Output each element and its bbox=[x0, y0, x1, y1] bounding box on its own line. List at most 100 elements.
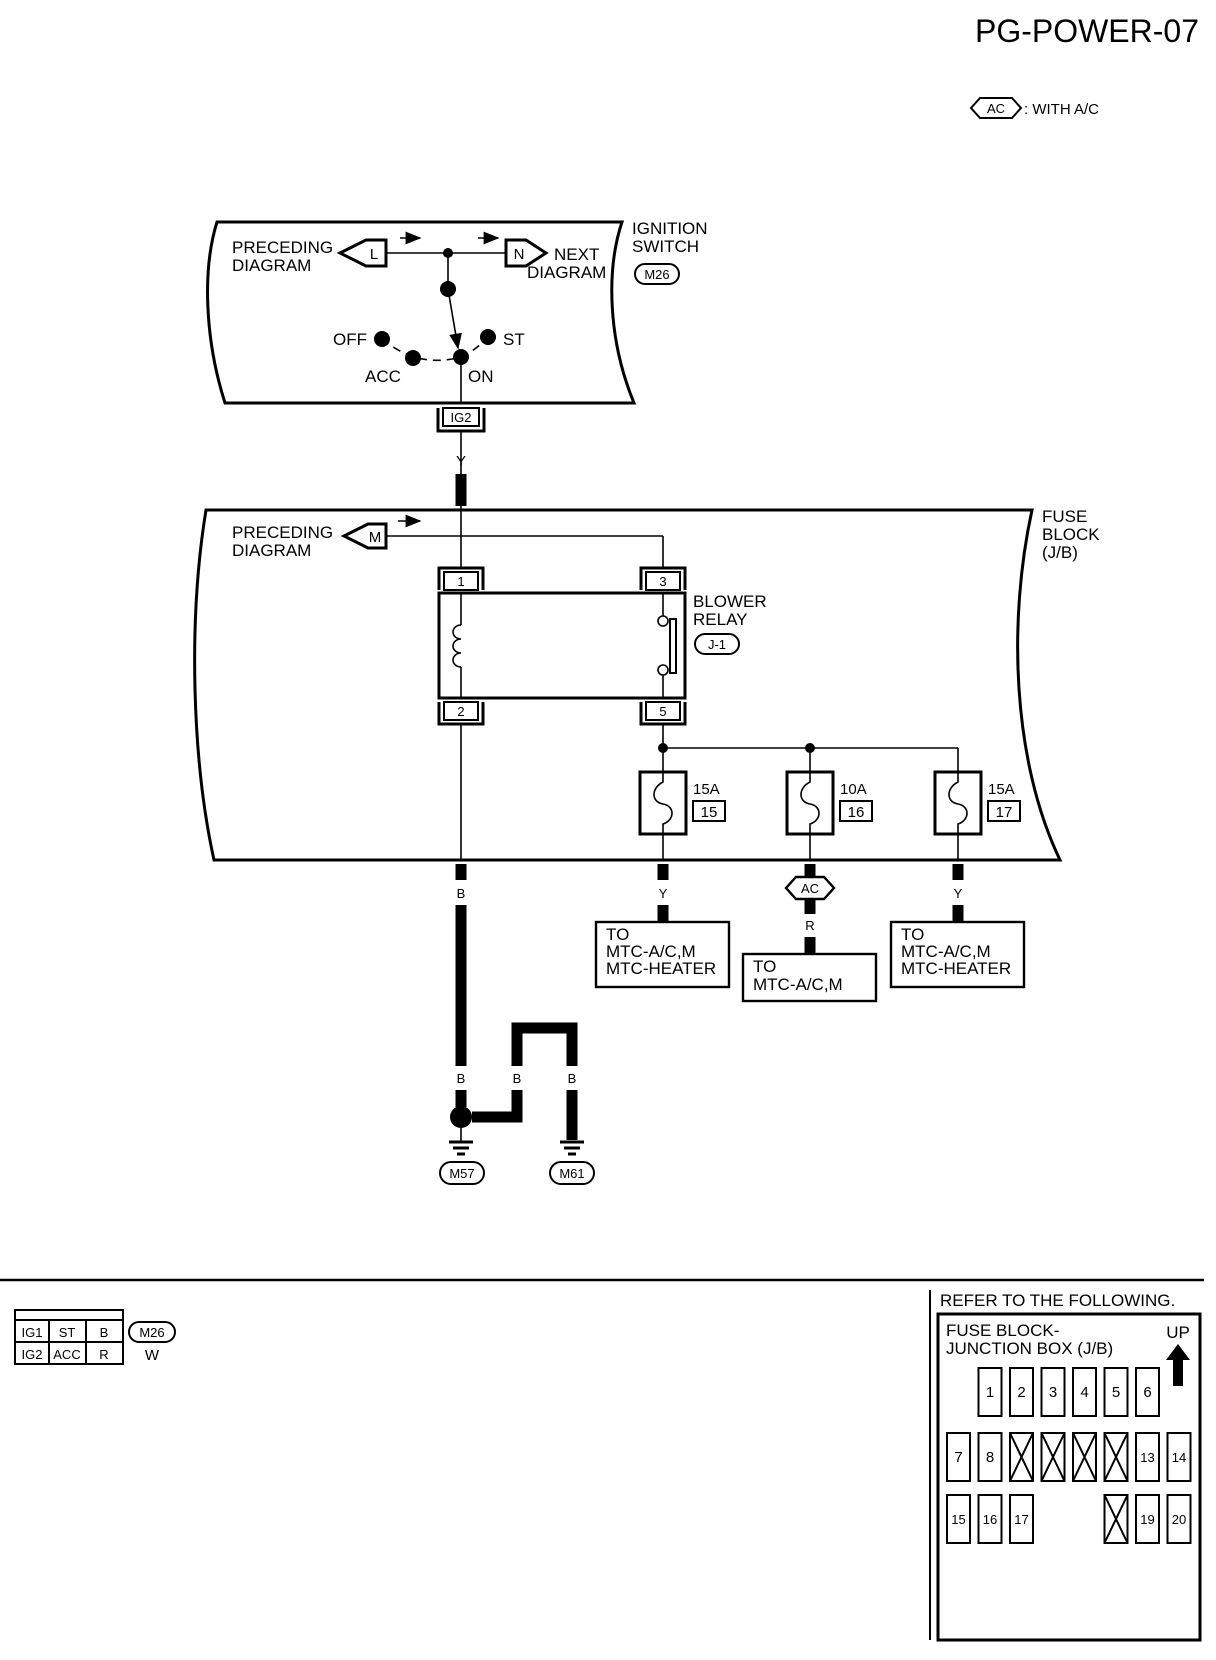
relay-body bbox=[437, 591, 687, 700]
fuse-slot-number: 13 bbox=[1140, 1450, 1154, 1465]
legend-tag: AC bbox=[987, 101, 1005, 116]
ignition-switch-outline bbox=[206, 220, 637, 405]
reference-title: REFER TO THE FOLLOWING. bbox=[940, 1291, 1175, 1310]
fuse-17-wire-color: Y bbox=[954, 886, 963, 901]
relay-coil bbox=[452, 624, 462, 668]
unused-slot-cross-icon bbox=[1103, 1494, 1129, 1544]
ign-pos-st-dot bbox=[480, 329, 496, 345]
fuse-slot bbox=[946, 1432, 971, 1482]
relay-term-5-label: 5 bbox=[659, 704, 666, 719]
fb-preceding-label-2: DIAGRAM bbox=[232, 541, 311, 560]
fuse-slot bbox=[1103, 1367, 1129, 1417]
ig2-terminal-box bbox=[442, 407, 480, 427]
fuse-slot bbox=[977, 1432, 1003, 1482]
relay-contact-bottom bbox=[657, 664, 669, 676]
dest-2-line-1: TO bbox=[753, 957, 776, 976]
dest-3-line-1: TO bbox=[901, 925, 924, 944]
dest-2-line-2: MTC-A/C,M bbox=[753, 975, 843, 994]
fb-preceding-label-1: PRECEDING bbox=[232, 523, 333, 542]
blower-relay: 1 3 2 5 BLOWER RELAY J-1 bbox=[437, 566, 767, 726]
fuse-slot bbox=[946, 1494, 971, 1544]
fuse-16-wire-color: R bbox=[805, 918, 814, 933]
relay-term-3-bracket bbox=[639, 566, 687, 590]
ground-circuit: B B B B M57 M61 bbox=[439, 864, 595, 1185]
fuse-17-amps: 15A bbox=[988, 781, 1015, 798]
unused-slot-cross-icon bbox=[1040, 1432, 1066, 1482]
relay-term-3-box bbox=[645, 571, 681, 591]
relay-term-1-bracket bbox=[437, 566, 485, 590]
fuse-block-title-2: BLOCK bbox=[1042, 525, 1100, 544]
ign-switch-arm bbox=[447, 288, 462, 350]
dest-3-line-3: MTC-HEATER bbox=[901, 959, 1011, 978]
fuse-slot bbox=[977, 1494, 1003, 1544]
fuse-15-number-box bbox=[692, 800, 726, 822]
legend: AC : WITH A/C bbox=[969, 97, 1099, 119]
ground-m61-label: M61 bbox=[559, 1166, 584, 1181]
ign-preceding-connector-tag bbox=[336, 238, 388, 268]
fuse-slot-number: 5 bbox=[1112, 1384, 1120, 1401]
connector-cell-2-1: IG2 bbox=[22, 1347, 43, 1362]
fuse-slot bbox=[1166, 1432, 1192, 1482]
dest-3-line-2: MTC-A/C,M bbox=[901, 942, 991, 961]
relay-contact-top bbox=[657, 615, 669, 627]
ign-pos-off-dot bbox=[374, 331, 390, 347]
unused-slot-cross-icon bbox=[1103, 1432, 1129, 1482]
fuse-slot-number: 4 bbox=[1080, 1384, 1088, 1401]
fuse-slot-number: 14 bbox=[1172, 1450, 1186, 1465]
relay-term-1-box bbox=[443, 571, 479, 591]
ignition-connector-oval bbox=[634, 263, 680, 285]
ground-m57-label: M57 bbox=[449, 1166, 474, 1181]
relay-title-2: RELAY bbox=[693, 610, 748, 629]
ground-jumper-harness bbox=[472, 1090, 523, 1123]
fuse-slot bbox=[1040, 1367, 1066, 1417]
ground-wire-color-left: B bbox=[457, 1071, 466, 1086]
fuse-slot-number: 2 bbox=[1017, 1384, 1025, 1401]
fuse-17-output: Y TO MTC-A/C,M MTC-HEATER bbox=[889, 864, 1026, 989]
ign-pos-acc-dot bbox=[405, 350, 421, 366]
relay-term-5-box bbox=[645, 701, 681, 721]
connector-table-oval bbox=[128, 1321, 176, 1343]
connector-cell-2-2: ACC bbox=[53, 1347, 80, 1362]
legend-text: : WITH A/C bbox=[1024, 101, 1099, 118]
fuse-15-wire-color: Y bbox=[659, 886, 668, 901]
ground-wire-color-right: B bbox=[568, 1071, 577, 1086]
ign-preceding-label-1: PRECEDING bbox=[232, 238, 333, 257]
fuse-15-number: 15 bbox=[701, 804, 718, 821]
connector-cell-1-3: B bbox=[100, 1325, 109, 1340]
ign-pos-off-label: OFF bbox=[333, 330, 367, 349]
ign-next-connector-tag bbox=[504, 238, 549, 268]
fuse-slot bbox=[1072, 1367, 1097, 1417]
unused-slot-cross-icon bbox=[1009, 1432, 1034, 1482]
fuse-slot bbox=[1135, 1494, 1160, 1544]
dest-1-box bbox=[594, 920, 731, 989]
fuse-slot-number: 15 bbox=[951, 1512, 965, 1527]
ign-pos-on-label: ON bbox=[468, 367, 494, 386]
connector-cell-1-2: ST bbox=[59, 1325, 76, 1340]
reference-box-title-1: FUSE BLOCK- bbox=[946, 1321, 1059, 1340]
fuse-slot bbox=[1009, 1367, 1034, 1417]
fuse-slot-number: 16 bbox=[983, 1512, 997, 1527]
fuse-16-number: 16 bbox=[848, 804, 865, 821]
ignition-switch-block: IGNITION SWITCH M26 PRECEDING DIAGRAM L … bbox=[206, 219, 708, 405]
fuse-slot-number: 3 bbox=[1049, 1384, 1057, 1401]
ground-splice-dot bbox=[450, 1106, 472, 1128]
dest-2-box bbox=[741, 952, 878, 1003]
connector-table-id: M26 bbox=[139, 1325, 164, 1340]
ground-m57-oval bbox=[439, 1161, 485, 1185]
fuse-block-title-1: FUSE bbox=[1042, 507, 1087, 526]
fuse-slot bbox=[1166, 1494, 1192, 1544]
y-wire-color-label: Y bbox=[456, 453, 466, 470]
dest-1-line-2: MTC-A/C,M bbox=[606, 942, 696, 961]
relay-connector-oval bbox=[694, 633, 740, 655]
ig2-terminal: IG2 bbox=[436, 407, 486, 433]
fuse-17-element bbox=[948, 772, 968, 834]
dest-1-line-3: MTC-HEATER bbox=[606, 959, 716, 978]
unused-slot-cross-icon bbox=[1072, 1432, 1097, 1482]
dest-1-line-1: TO bbox=[606, 925, 629, 944]
ignition-switch-title-2: SWITCH bbox=[632, 237, 699, 256]
ign-pos-acc-label: ACC bbox=[365, 367, 401, 386]
fuse-slot bbox=[1135, 1432, 1160, 1482]
dest-3-box bbox=[889, 920, 1026, 989]
fuse-slot bbox=[1009, 1494, 1034, 1544]
ign-next-label-2: DIAGRAM bbox=[527, 263, 606, 282]
